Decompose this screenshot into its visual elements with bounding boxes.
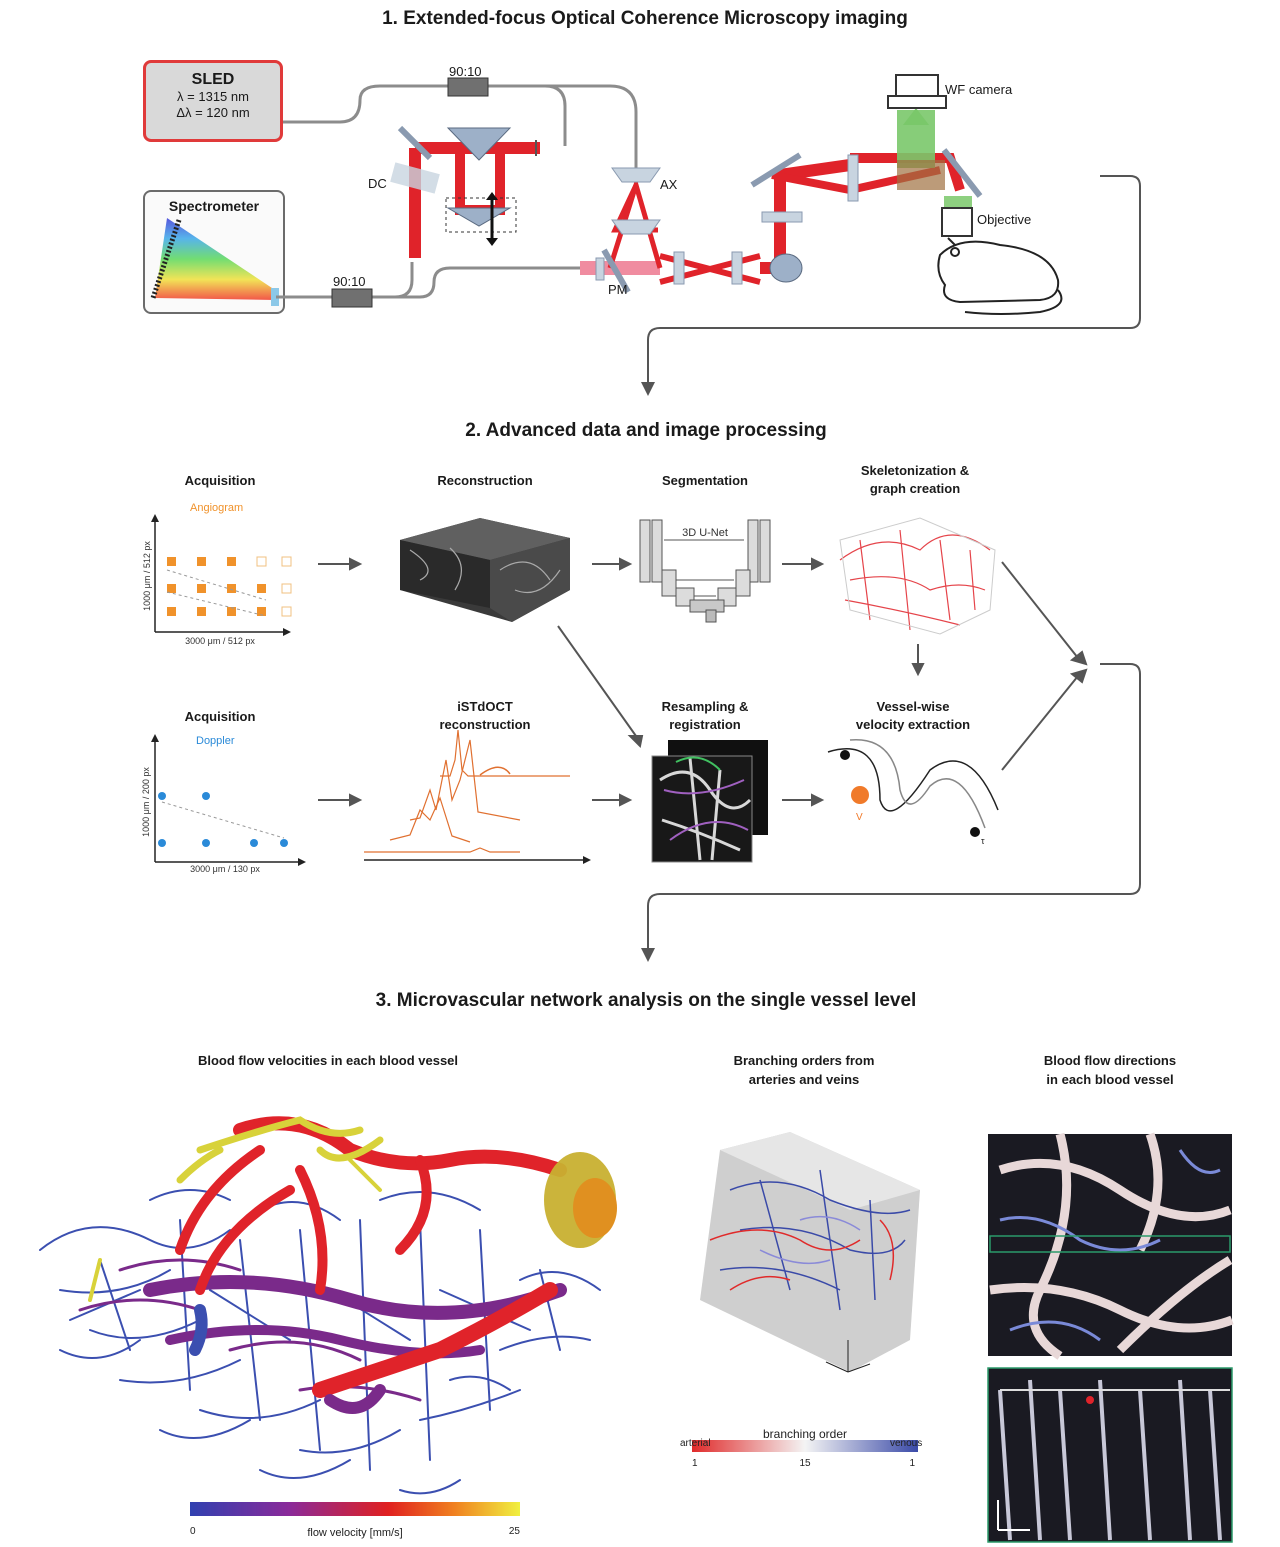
vessel-end-point bbox=[970, 827, 980, 837]
sled-bandwidth: Δλ = 120 nm bbox=[176, 105, 250, 120]
branching-tick-15: 15 bbox=[799, 1458, 811, 1469]
objective-label: Objective bbox=[977, 212, 1032, 227]
branching-colorbar-left: arterial bbox=[680, 1438, 711, 1449]
angiogram-acquisition-outlines bbox=[256, 556, 292, 617]
registration-panels bbox=[651, 740, 768, 863]
vessel-velocity-marker bbox=[851, 786, 869, 804]
acq2-xlabel: 3000 μm / 130 px bbox=[190, 864, 260, 874]
ax-label: AX bbox=[660, 177, 678, 192]
velocity-extraction-title-line2: velocity extraction bbox=[855, 717, 971, 732]
resampling-title-line1: Resampling & bbox=[661, 699, 749, 714]
coupler-top-icon bbox=[447, 77, 489, 97]
segmentation-title: Segmentation bbox=[662, 473, 748, 488]
resampling-title-line2: registration bbox=[669, 717, 741, 732]
istdoct-traces bbox=[364, 729, 591, 864]
unet-label: 3D U-Net bbox=[682, 527, 728, 539]
skeleton-graph bbox=[839, 529, 991, 631]
istdoct-title-line1: iSTdOCT bbox=[457, 699, 513, 714]
branching-tick-1: 1 bbox=[692, 1458, 698, 1469]
coupler-bottom-icon bbox=[331, 288, 373, 308]
spectrometer-title: Spectrometer bbox=[168, 198, 260, 214]
spectrometer-box: Spectrometer bbox=[143, 190, 285, 314]
vessel-label: V bbox=[856, 812, 863, 823]
sled-title: SLED bbox=[191, 71, 235, 88]
branching-cube bbox=[700, 1132, 920, 1373]
reconstruction-volume bbox=[400, 518, 570, 622]
acq2-ylabel: 1000 μm / 200 px bbox=[141, 767, 151, 837]
velocity-colorbar-min: 0 bbox=[190, 1526, 196, 1537]
unet-diagram bbox=[639, 519, 771, 623]
acq1-ylabel: 1000 μm / 512 px bbox=[142, 541, 152, 611]
network-analysis-figure: 0 25 flow velocity [mm/s] branching orde… bbox=[39, 1116, 1234, 1543]
direction-top-panel bbox=[988, 1132, 1234, 1360]
section-3-title: 3. Microvascular network analysis on the… bbox=[375, 990, 917, 1011]
acq1-xlabel: 3000 μm / 512 px bbox=[185, 636, 255, 646]
acquisition-2-title: Acquisition bbox=[184, 709, 256, 724]
velocity-vessel-network bbox=[39, 1116, 617, 1495]
coupler-bottom-label: 90:10 bbox=[333, 274, 366, 289]
angiogram-label: Angiogram bbox=[190, 502, 244, 514]
wf-camera-icon bbox=[895, 74, 939, 98]
istdoct-title-line2: reconstruction bbox=[439, 717, 531, 732]
velocity-extraction-title-line1: Vessel-wise bbox=[876, 699, 950, 714]
branching-colorbar-right: venous bbox=[890, 1438, 922, 1449]
branching-panel-title-line1: Branching orders from bbox=[733, 1053, 875, 1068]
vessel-velocity-diagram bbox=[827, 739, 999, 829]
velocity-colorbar-max: 25 bbox=[509, 1526, 521, 1537]
wf-camera-label: WF camera bbox=[945, 82, 1013, 97]
spectrum-fan-icon bbox=[150, 218, 279, 306]
sled-wavelength: λ = 1315 nm bbox=[177, 89, 249, 104]
doppler-label: Doppler bbox=[196, 735, 235, 747]
branching-tick-1b: 1 bbox=[909, 1458, 915, 1469]
direction-panel-title-line1: Blood flow directions bbox=[1043, 1053, 1177, 1068]
branching-colorbar bbox=[692, 1440, 918, 1452]
processing-pipeline-diagram: 1000 μm / 512 px 3000 μm / 512 px 3D U-N… bbox=[141, 514, 1141, 962]
branching-panel-title-line2: arteries and veins bbox=[748, 1072, 860, 1087]
angiogram-acquisition-points bbox=[167, 557, 266, 616]
direction-panel-title-line2: in each blood vessel bbox=[1046, 1072, 1174, 1087]
coupler-top-label: 90:10 bbox=[449, 64, 482, 79]
skeletonization-title-line2: graph creation bbox=[869, 481, 961, 496]
acquisition-1-title: Acquisition bbox=[184, 473, 256, 488]
velocity-colorbar-label: flow velocity [mm/s] bbox=[307, 1527, 402, 1539]
skeletonization-title-line1: Skeletonization & bbox=[860, 463, 970, 478]
optical-setup-diagram bbox=[276, 74, 1141, 396]
sled-source-box: SLED λ = 1315 nm Δλ = 120 nm bbox=[143, 60, 283, 142]
branching-colorbar-label: branching order bbox=[763, 1427, 847, 1441]
reconstruction-title: Reconstruction bbox=[437, 473, 533, 488]
direction-bottom-panel bbox=[987, 1367, 1233, 1543]
dc-label: DC bbox=[368, 176, 387, 191]
doppler-acquisition-points bbox=[158, 792, 288, 847]
vessel-start-point bbox=[840, 750, 850, 760]
objective-icon bbox=[941, 207, 973, 237]
pm-label: PM bbox=[608, 282, 628, 297]
tau-label: τ bbox=[981, 836, 985, 846]
velocity-panel-title: Blood flow velocities in each blood vess… bbox=[197, 1053, 459, 1068]
mouse-icon bbox=[937, 237, 1063, 315]
velocity-colorbar bbox=[190, 1502, 520, 1516]
section-1-title: 1. Extended-focus Optical Coherence Micr… bbox=[382, 8, 908, 29]
section-2-title: 2. Advanced data and image processing bbox=[465, 420, 827, 441]
